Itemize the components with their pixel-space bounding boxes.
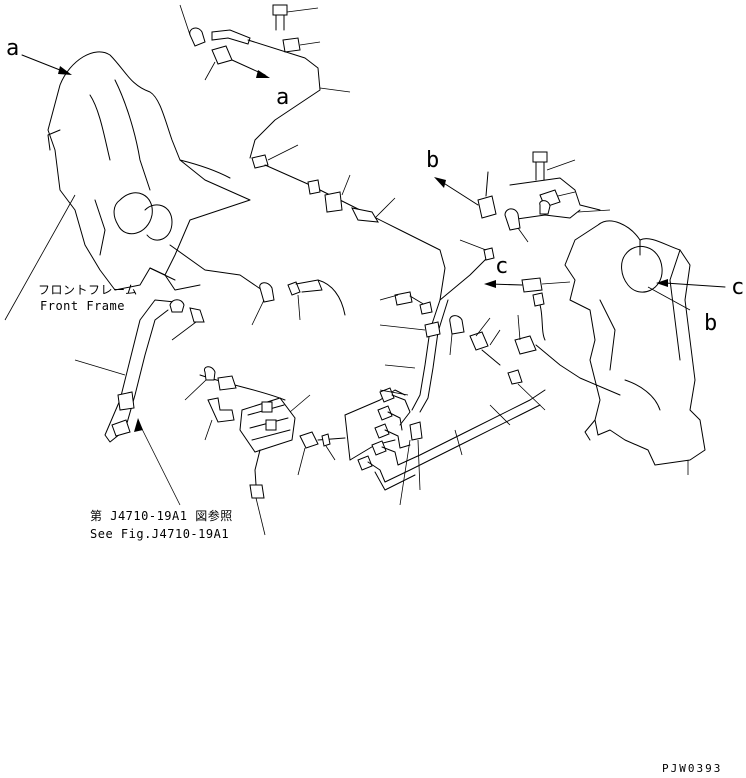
valve-block <box>184 366 346 536</box>
upper-right-assembly <box>434 151 611 341</box>
see-fig-caption-en: See Fig.J4710-19A1 <box>90 527 229 541</box>
middle-hoses <box>169 244 346 326</box>
ref-label-a-center: a <box>276 85 289 110</box>
center-manifold <box>344 239 621 506</box>
ref-label-a-left: a <box>6 36 19 61</box>
reference-arrows <box>21 54 726 311</box>
ref-label-c-center: c <box>495 254 508 279</box>
top-pipe-route <box>179 4 446 301</box>
drawing-code: PJW0393 <box>662 762 722 775</box>
front-frame-left <box>4 51 251 321</box>
ref-label-b-right: b <box>704 311 717 336</box>
ref-label-b-upper: b <box>426 148 439 173</box>
rear-frame-right <box>564 220 706 475</box>
left-vertical-pipe <box>74 299 205 506</box>
front-frame-caption-jp: フロントフレーム <box>38 283 138 297</box>
front-frame-caption-en: Front Frame <box>40 299 125 313</box>
ref-label-c-right: c <box>731 275 744 300</box>
see-fig-caption-jp: 第 J4710-19A1 図参照 <box>90 508 233 523</box>
